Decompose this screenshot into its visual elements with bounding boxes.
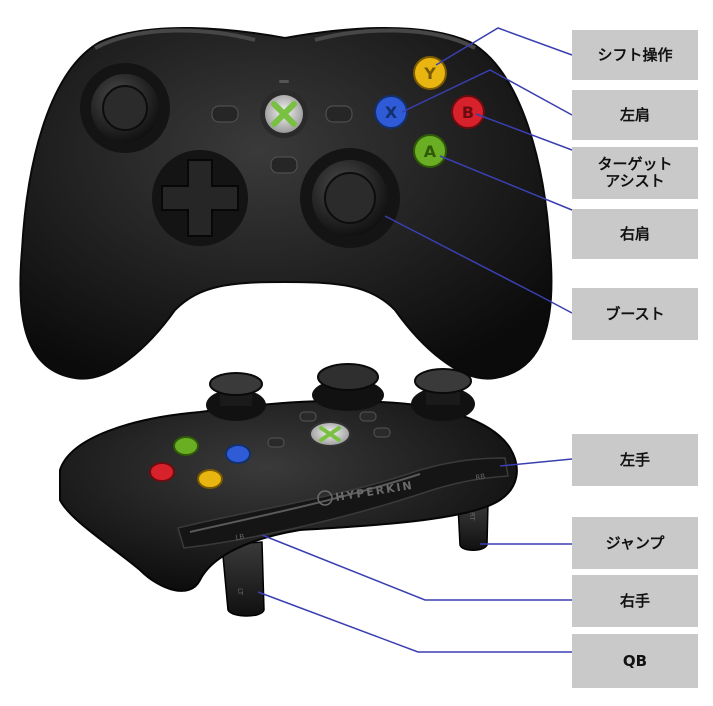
- callout-line-boost: [384, 215, 573, 314]
- callout-lines: [257, 27, 573, 653]
- label-shift: シフト操作: [572, 30, 698, 80]
- callout-line-shift: [435, 27, 573, 66]
- start-button-angled[interactable]: [373, 427, 391, 438]
- b-button-letter: B: [462, 103, 474, 122]
- y-button-angled[interactable]: [197, 469, 223, 489]
- a-button[interactable]: A: [413, 134, 447, 168]
- right-stick-angled[interactable]: [411, 368, 475, 421]
- d-pad-angled[interactable]: [312, 363, 384, 411]
- callout-line-qb: [257, 591, 572, 653]
- right-stick[interactable]: [300, 148, 400, 248]
- rb-mark: RB: [475, 472, 486, 482]
- a-button-letter: A: [424, 142, 437, 161]
- a-button-angled[interactable]: [173, 436, 199, 456]
- controller-angled-view: HYPERKIN LB LT RB RT: [59, 363, 518, 617]
- lb-mark: LB: [235, 533, 245, 542]
- controller-front-view: Y X B A: [19, 27, 553, 380]
- indicator-light: [279, 80, 289, 83]
- label-jump: ジャンプ: [572, 517, 698, 569]
- left-trigger[interactable]: [221, 541, 265, 617]
- extra-button-angled[interactable]: [359, 411, 377, 422]
- left-stick-angled[interactable]: [206, 372, 266, 421]
- x-button[interactable]: X: [374, 95, 408, 129]
- x-button-letter: X: [385, 103, 398, 122]
- back-button-angled[interactable]: [267, 437, 285, 448]
- left-bumper-edge: [94, 28, 256, 50]
- x-button-angled[interactable]: [225, 444, 251, 464]
- label-left-hand: 左手: [572, 434, 698, 486]
- hyperkin-logo-icon: [317, 490, 333, 506]
- back-button[interactable]: [211, 105, 239, 123]
- lt-mark: LT: [236, 588, 244, 596]
- y-button-letter: Y: [423, 64, 436, 83]
- y-button[interactable]: Y: [413, 56, 447, 90]
- label-target-assist: ターゲット アシスト: [572, 147, 698, 199]
- right-trigger[interactable]: [457, 501, 489, 551]
- label-qb: QB: [572, 634, 698, 688]
- left-stick[interactable]: [80, 63, 170, 153]
- d-pad[interactable]: [152, 150, 248, 246]
- label-right-hand: 右手: [572, 575, 698, 627]
- rt-mark: RT: [468, 512, 476, 521]
- share-button[interactable]: [270, 156, 298, 174]
- callout-line-left-shoulder: [401, 69, 573, 116]
- label-left-shoulder: 左肩: [572, 90, 698, 140]
- share-button-angled[interactable]: [299, 411, 317, 422]
- bumper-highlight: [189, 473, 421, 533]
- guide-button[interactable]: [260, 90, 308, 138]
- label-boost: ブースト: [572, 288, 698, 340]
- callout-line-right-hand: [261, 534, 572, 601]
- label-right-shoulder: 右肩: [572, 209, 698, 259]
- controller-angled-body: [59, 399, 518, 592]
- right-bumper-edge: [314, 28, 476, 50]
- callout-line-left-hand: [499, 458, 573, 467]
- start-button[interactable]: [325, 105, 353, 123]
- guide-button-angled[interactable]: [309, 421, 351, 447]
- b-button-angled[interactable]: [149, 462, 175, 482]
- callout-line-right-shoulder: [439, 155, 573, 211]
- bumper-band: [177, 457, 509, 549]
- callout-line-target-assist: [475, 113, 573, 151]
- b-button[interactable]: B: [451, 95, 485, 129]
